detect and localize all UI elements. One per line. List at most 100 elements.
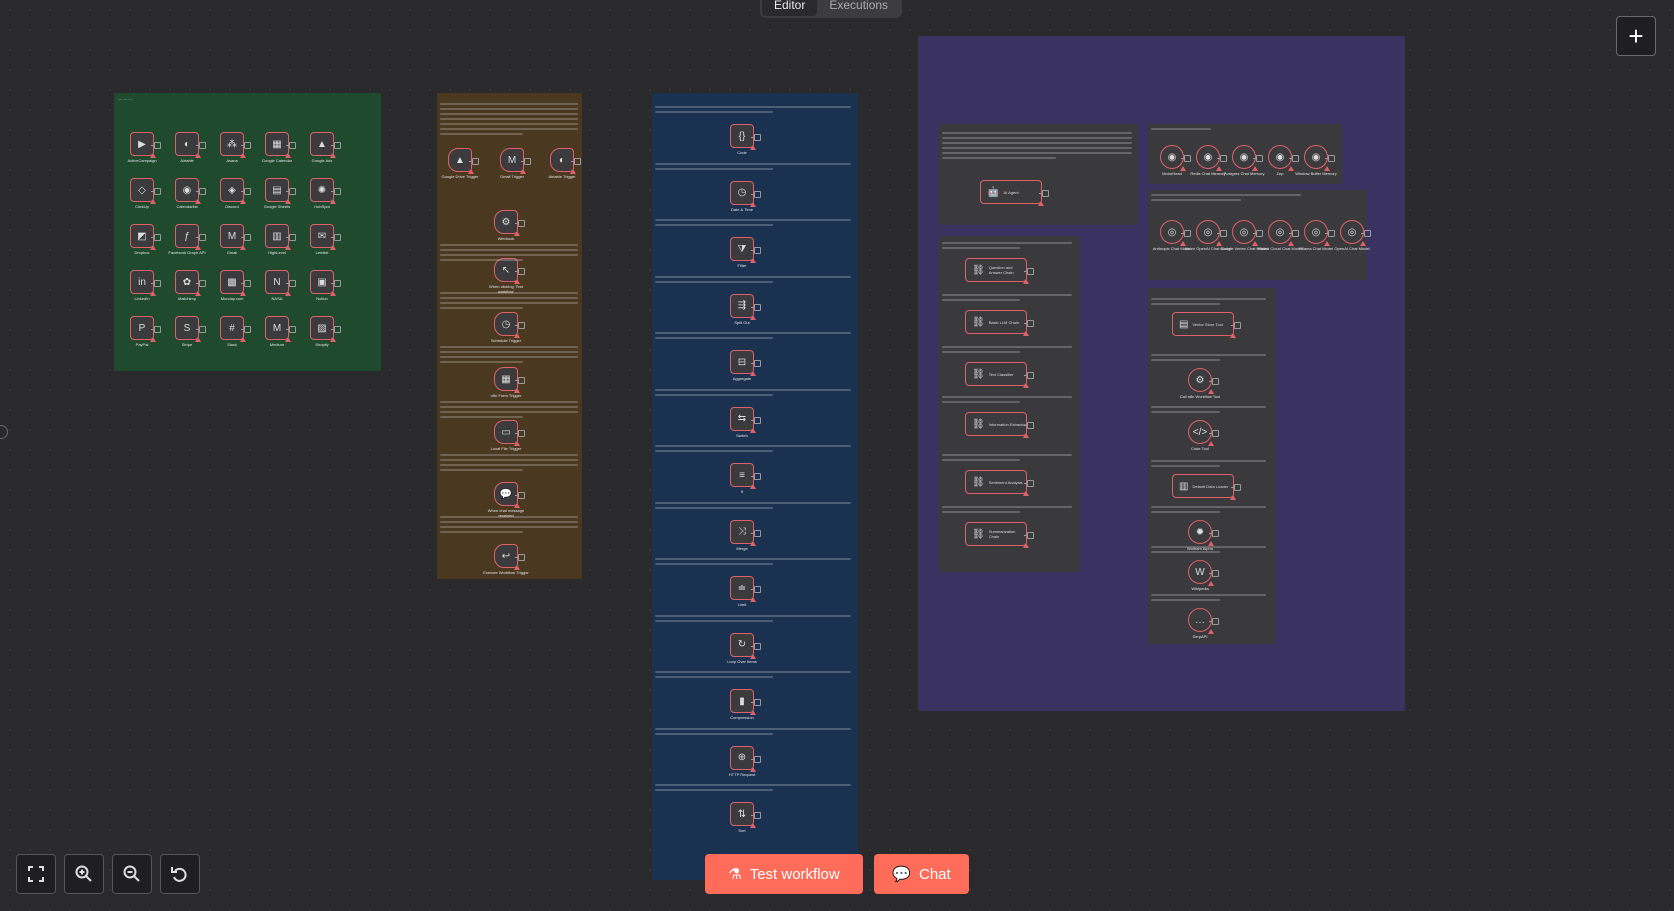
workflow-node[interactable]: ▥	[265, 224, 296, 250]
workflow-node[interactable]: ⁂	[220, 132, 251, 158]
output-handle[interactable]	[751, 303, 761, 311]
workflow-node[interactable]: ≐	[730, 576, 761, 602]
output-handle[interactable]	[1209, 618, 1219, 625]
output-handle[interactable]	[1253, 155, 1263, 162]
output-handle[interactable]	[286, 142, 296, 149]
workflow-node[interactable]: ⚙	[1188, 368, 1219, 394]
fit-view-button[interactable]	[16, 854, 56, 894]
output-handle[interactable]	[1209, 430, 1219, 437]
workflow-node[interactable]: ⛓Basic LLM Chain	[965, 310, 1034, 336]
output-handle[interactable]	[151, 280, 161, 287]
workflow-node[interactable]: ▲	[310, 132, 341, 158]
workflow-node[interactable]: ⚙	[494, 210, 525, 236]
workflow-node[interactable]: ▭	[494, 420, 525, 446]
output-handle[interactable]	[751, 360, 761, 367]
test-workflow-button[interactable]: ⚗ Test workflow	[705, 854, 863, 894]
output-handle[interactable]	[151, 188, 161, 195]
workflow-node[interactable]: ◎	[1304, 220, 1335, 246]
workflow-node[interactable]: {}	[730, 124, 761, 150]
workflow-node[interactable]: ◩	[130, 224, 161, 250]
output-handle[interactable]	[1024, 480, 1034, 487]
workflow-node[interactable]: ƒ	[175, 224, 206, 250]
output-handle[interactable]	[1024, 268, 1034, 275]
workflow-node[interactable]: ◎	[1196, 220, 1227, 246]
workflow-node[interactable]: M	[265, 316, 296, 342]
output-handle[interactable]	[331, 188, 341, 195]
output-handle[interactable]	[1289, 230, 1299, 237]
output-handle[interactable]	[286, 234, 296, 241]
output-handle[interactable]	[1024, 422, 1034, 429]
output-handle[interactable]	[1181, 155, 1191, 162]
workflow-node[interactable]: ⛓Question and Answer Chain	[965, 258, 1034, 284]
workflow-node[interactable]: in	[130, 270, 161, 296]
output-handle[interactable]	[331, 142, 341, 149]
output-handle[interactable]	[1289, 155, 1299, 162]
output-handle[interactable]	[331, 280, 341, 287]
workflow-node[interactable]: ◐	[175, 132, 206, 158]
output-handle[interactable]	[331, 326, 341, 333]
workflow-node[interactable]: P	[130, 316, 161, 342]
workflow-node[interactable]: M	[500, 148, 531, 174]
workflow-node[interactable]: ◎	[1232, 220, 1263, 246]
zoom-in-button[interactable]	[64, 854, 104, 894]
output-handle[interactable]	[151, 326, 161, 333]
workflow-node[interactable]: ▩	[220, 270, 251, 296]
workflow-node[interactable]: ⊕	[730, 745, 761, 772]
workflow-node[interactable]: ⧩	[730, 237, 761, 263]
output-handle[interactable]	[1181, 230, 1191, 237]
sticky-apps[interactable]: — — —	[114, 93, 381, 371]
workflow-node[interactable]: ▦	[494, 367, 525, 393]
output-handle[interactable]	[196, 188, 206, 195]
workflow-node[interactable]: ⛓Sentiment Analysis	[965, 470, 1034, 496]
output-handle[interactable]	[1217, 230, 1227, 237]
output-handle[interactable]	[1024, 532, 1034, 539]
output-handle[interactable]	[151, 142, 161, 149]
sticky-ai-agent[interactable]	[939, 124, 1138, 225]
output-handle[interactable]	[241, 142, 251, 149]
workflow-node[interactable]: ⇅	[730, 802, 761, 828]
zoom-out-button[interactable]	[112, 854, 152, 894]
workflow-node[interactable]: ✉	[310, 224, 341, 250]
workflow-node[interactable]: ▥Default Data Loader	[1172, 474, 1241, 500]
output-handle[interactable]	[241, 280, 251, 287]
workflow-node[interactable]: ▤Vector Store Tool	[1172, 312, 1241, 338]
workflow-node[interactable]: ▶	[130, 132, 161, 158]
workflow-node[interactable]: N	[265, 270, 296, 296]
output-handle[interactable]	[1361, 230, 1371, 237]
output-handle[interactable]	[515, 268, 525, 275]
workflow-node[interactable]: 💬	[494, 482, 525, 508]
workflow-node[interactable]: ⛓Summarization Chain	[965, 522, 1034, 548]
output-handle[interactable]	[571, 158, 581, 165]
output-handle[interactable]	[1024, 320, 1034, 327]
workflow-node[interactable]: ✹	[1188, 520, 1219, 546]
workflow-node[interactable]: </>	[1188, 420, 1219, 446]
add-node-button[interactable]: +	[1616, 16, 1656, 56]
workflow-node[interactable]: ◎	[1340, 220, 1371, 246]
reset-zoom-button[interactable]	[160, 854, 200, 894]
tab-editor[interactable]: Editor	[762, 0, 818, 16]
workflow-node[interactable]: S	[175, 316, 206, 342]
output-handle[interactable]	[751, 642, 761, 650]
output-handle[interactable]	[196, 234, 206, 241]
output-handle[interactable]	[1217, 155, 1227, 162]
workflow-node[interactable]: ✿	[175, 270, 206, 296]
workflow-node[interactable]: #	[220, 316, 251, 342]
output-handle[interactable]	[515, 220, 525, 227]
workflow-node[interactable]: ◎	[1268, 220, 1299, 246]
tab-executions[interactable]: Executions	[829, 0, 889, 12]
sticky-chains[interactable]	[939, 236, 1080, 572]
output-handle[interactable]	[751, 812, 761, 819]
workflow-node[interactable]: ⊟	[730, 350, 761, 376]
output-handle[interactable]	[515, 492, 525, 499]
workflow-node[interactable]: ↖	[494, 258, 525, 284]
output-handle[interactable]	[469, 158, 479, 165]
output-handle[interactable]	[1209, 570, 1219, 577]
output-handle[interactable]	[241, 188, 251, 195]
output-handle[interactable]	[241, 326, 251, 333]
workflow-node[interactable]: ◎	[1160, 220, 1191, 246]
workflow-node[interactable]: ⤨	[730, 519, 761, 546]
workflow-node[interactable]: W	[1188, 560, 1219, 586]
output-handle[interactable]	[515, 377, 525, 384]
workflow-node[interactable]: ⇶	[730, 293, 761, 320]
output-handle[interactable]	[1231, 484, 1241, 491]
